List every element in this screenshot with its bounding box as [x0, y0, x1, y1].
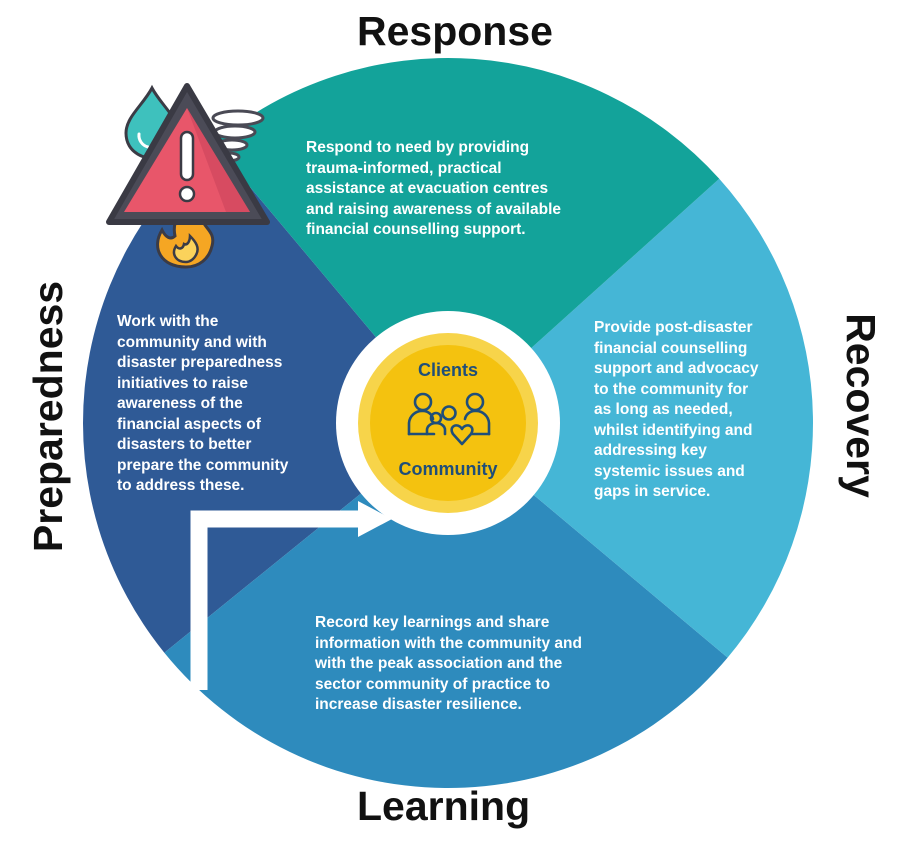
- learning-segment: [164, 487, 728, 788]
- recovery-line: to the community for: [594, 380, 749, 398]
- response-line: and raising awareness of available: [306, 200, 562, 218]
- recovery-segment: [523, 178, 814, 658]
- disaster-warning-icon: [106, 83, 270, 269]
- recovery-description: Provide post-disaster financial counsell…: [594, 318, 759, 503]
- response-line: trauma-informed, practical: [306, 159, 502, 177]
- recovery-title: Recovery: [837, 313, 884, 498]
- response-description: Respond to need by providing trauma-info…: [306, 138, 561, 241]
- learning-line: sector community of practice to: [315, 675, 551, 693]
- preparedness-line: to address these.: [117, 477, 245, 494]
- response-line: assistance at evacuation centres: [306, 180, 549, 197]
- preparedness-title: Preparedness: [25, 280, 72, 553]
- recovery-line: whilst identifying and: [594, 421, 753, 439]
- preparedness-line: initiatives to raise: [117, 374, 248, 392]
- cycle-arrow: [190, 501, 392, 690]
- recovery-line: financial counselling: [594, 339, 748, 357]
- learning-line: information with the community and: [315, 634, 582, 652]
- recovery-line: Provide post-disaster: [594, 319, 753, 336]
- learning-title: Learning: [357, 783, 531, 829]
- recovery-line: systemic issues and: [594, 462, 745, 480]
- center-top-label: Clients: [417, 360, 478, 380]
- preparedness-description: Work with the community and with disaste…: [117, 312, 288, 497]
- response-title: Response: [357, 8, 553, 54]
- preparedness-line: Work with the: [117, 313, 219, 330]
- preparedness-line: prepare the community: [117, 456, 289, 474]
- preparedness-line: awareness of the: [117, 395, 243, 412]
- learning-line: Record key learnings and share: [315, 614, 550, 631]
- recovery-line: support and advocacy: [594, 360, 759, 377]
- response-line: Respond to need by providing: [306, 139, 530, 156]
- recovery-line: addressing key: [594, 442, 707, 459]
- preparedness-line: disasters to better: [117, 436, 252, 453]
- recovery-line: as long as needed,: [594, 401, 733, 418]
- center-hub-inner: [370, 345, 526, 501]
- learning-line: with the peak association and the: [315, 655, 563, 672]
- preparedness-line: disaster preparedness: [117, 354, 283, 371]
- preparedness-line: community and with: [117, 333, 267, 351]
- center-bottom-label: Community: [398, 459, 498, 479]
- learning-description: Record key learnings and share informati…: [315, 613, 582, 716]
- learning-line: increase disaster resilience.: [315, 696, 522, 713]
- response-segment: [213, 58, 720, 355]
- response-line: financial counselling support.: [306, 221, 526, 238]
- people-heart-icon: [407, 392, 491, 446]
- recovery-line: gaps in service.: [594, 483, 711, 500]
- preparedness-line: financial aspects of: [117, 415, 261, 433]
